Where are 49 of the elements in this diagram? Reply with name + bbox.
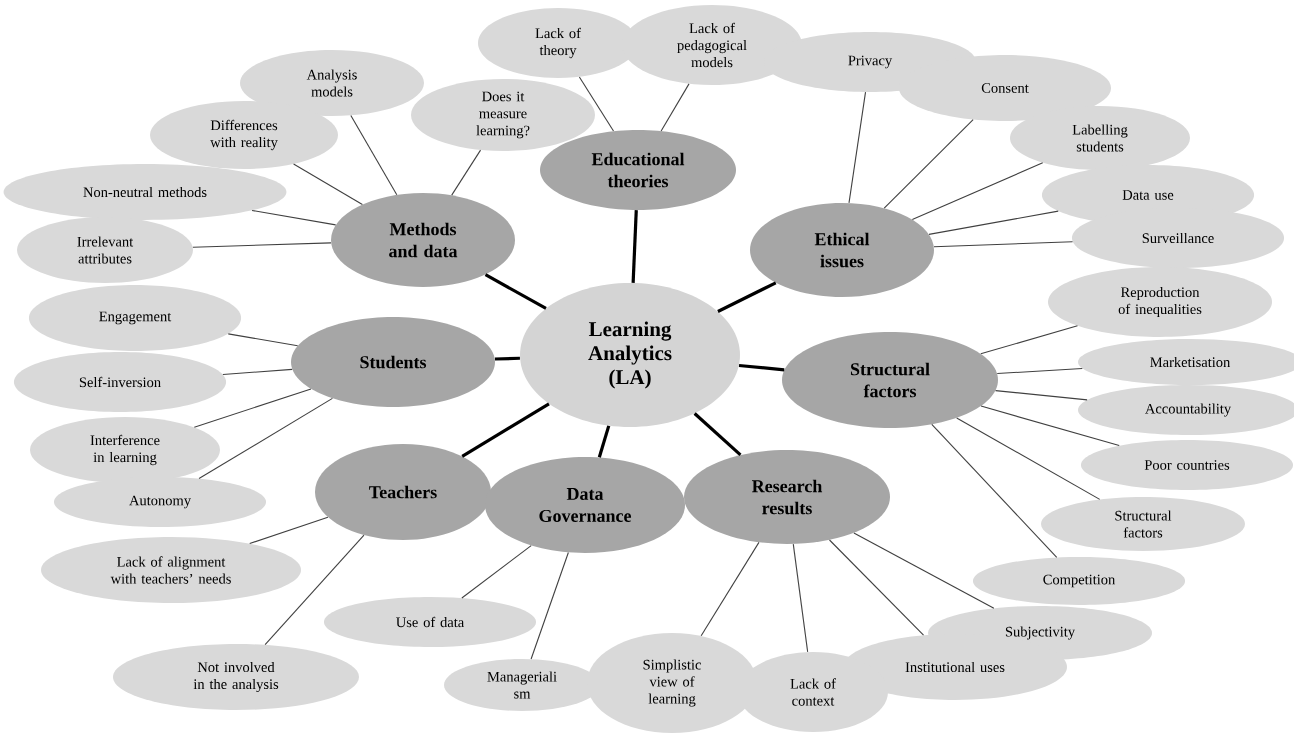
connector-line <box>792 543 809 653</box>
connector-line <box>717 281 777 313</box>
connector-line <box>995 390 1088 401</box>
connector-line <box>193 388 312 428</box>
connector-line <box>956 417 1101 500</box>
connector-line <box>853 532 995 609</box>
node-label: Institutional uses <box>905 661 1005 673</box>
connector-line <box>350 114 398 196</box>
node-label: Autonomy <box>129 495 191 509</box>
connector-line <box>660 83 690 132</box>
connector-line <box>996 367 1083 375</box>
connector-line <box>578 76 615 132</box>
node-label: Privacy <box>848 55 893 69</box>
connector-line <box>530 551 569 660</box>
connector-line <box>933 241 1074 248</box>
connector-line <box>631 210 638 283</box>
node-label: Labelling students <box>1072 124 1128 152</box>
connector-line <box>928 210 1059 235</box>
connector-line <box>264 534 365 646</box>
connector-line <box>222 368 293 375</box>
connector-line <box>911 162 1044 220</box>
connector-line <box>848 91 867 204</box>
connector-line <box>293 163 363 205</box>
connector-line <box>198 397 333 480</box>
connector-line <box>931 423 1058 558</box>
connector-line <box>461 402 550 458</box>
connector-line <box>597 425 611 458</box>
connector-line <box>227 333 299 347</box>
node-label: Lack of pedagogical models <box>677 22 747 68</box>
connector-line <box>484 273 547 310</box>
node-label: Surveillance <box>1142 232 1214 244</box>
node-label: Analysis models <box>306 69 357 97</box>
connector-line <box>461 545 532 599</box>
connector-line <box>251 209 337 226</box>
node-label: Consent <box>981 83 1029 93</box>
connector-line <box>980 325 1078 355</box>
connector-line <box>494 356 520 361</box>
connector-line <box>700 541 760 637</box>
connector-line <box>980 405 1120 447</box>
connector-line <box>693 412 742 457</box>
connector-line <box>738 363 785 372</box>
connector-line <box>828 539 925 636</box>
connector-line <box>883 119 974 209</box>
connector-line <box>192 242 332 248</box>
node-label: Interference in learning <box>90 434 160 466</box>
node-label: Data use <box>1122 190 1174 200</box>
connector-line <box>451 149 482 196</box>
connector-line <box>249 516 329 545</box>
node-label: Lack of context <box>790 678 836 706</box>
